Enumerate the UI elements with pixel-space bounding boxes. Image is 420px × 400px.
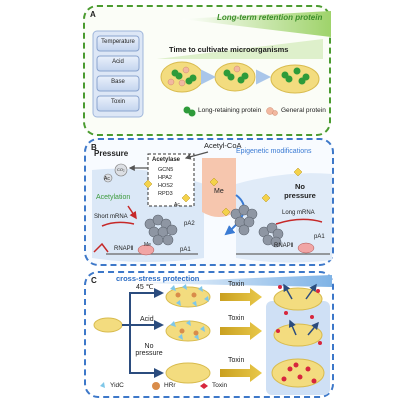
no-pressure-label: No pressure	[284, 182, 316, 200]
pressure-label: Pressure	[94, 149, 129, 158]
hrr-protein-icon	[175, 292, 199, 336]
cell-45c	[165, 286, 211, 308]
time-wedge	[157, 39, 323, 59]
cross-stress-banner-wedge	[126, 275, 332, 287]
cell-result-45c	[273, 287, 323, 311]
methylation-column	[202, 158, 236, 217]
legend-long-retaining-icon	[183, 106, 196, 117]
panel-b-graphics	[92, 151, 332, 263]
ac-molecule-icon	[103, 173, 113, 183]
toxin-button-label: Toxin	[110, 99, 125, 105]
long-retaining-protein-icon	[223, 69, 249, 84]
legend-yidc-label: YidC	[110, 382, 124, 389]
legend-general-label: General protein	[281, 107, 326, 114]
rnap-label-right: RNAPⅡ	[274, 243, 294, 249]
nucleosome-icon	[258, 222, 284, 248]
toxin-label: Toxin	[228, 315, 245, 322]
long-retaining-protein-icon	[281, 67, 310, 85]
panel-heading: Time to cultivate microorganisms	[169, 45, 289, 54]
pa2-label: pA2	[184, 221, 195, 227]
me-label: Me	[214, 188, 224, 195]
panel-a-graphics	[92, 11, 331, 118]
panel-label: C	[91, 276, 97, 285]
cell-no-pressure	[165, 362, 211, 384]
nucleosome-icon	[230, 204, 258, 236]
legend-general-protein-icon	[266, 107, 278, 116]
short-mrna-label: Short mRNA	[94, 214, 128, 220]
condition-no-pressure: No pressure	[135, 343, 163, 357]
ac-mark-label: Ac	[174, 202, 180, 208]
base-button-label: Base	[111, 79, 125, 85]
legend-hrr-label: HRr	[164, 382, 176, 389]
cell-stage-3	[270, 64, 320, 94]
cell-result-no-pressure	[271, 358, 325, 388]
acetyl-coa-arrow	[184, 151, 209, 160]
panel-label: A	[90, 10, 96, 19]
panel-c-graphics	[93, 275, 332, 395]
yidc-protein-icon	[170, 284, 209, 340]
toxin-arrow	[220, 322, 262, 340]
toxin-label: Toxin	[228, 281, 245, 288]
co2-label: CO₂	[117, 167, 125, 172]
cell-result-acid	[273, 323, 323, 347]
rnap-label-left: RNAPⅡ	[114, 246, 134, 252]
panel-banner: Long-term retention protein	[217, 13, 323, 22]
chromatin-region-no-pressure	[236, 173, 332, 263]
acetylase-title: Acetylase	[152, 157, 181, 163]
short-mrna-strand	[101, 221, 135, 227]
transcript-icon	[93, 242, 109, 253]
panel-label: B	[91, 143, 97, 152]
inhibition-arrow	[127, 205, 137, 220]
base-button[interactable]	[96, 75, 140, 92]
rnap-icon	[137, 244, 155, 256]
toxin-arrow	[220, 288, 262, 306]
cell-acid	[165, 320, 211, 342]
acetylation-label: Acetylation	[96, 194, 131, 201]
toxin-button[interactable]	[96, 95, 140, 112]
toxin-arrow	[220, 364, 262, 382]
rnap-icon	[297, 242, 315, 254]
legend-toxin-icon	[200, 383, 208, 389]
legend-yidc-icon	[100, 382, 105, 388]
panel-a: A Long-term retention protein Temperatur…	[83, 5, 331, 136]
acetyl-coa-label: Acetyl-CoA	[204, 141, 242, 150]
general-protein-icon	[233, 65, 241, 73]
acid-button[interactable]	[96, 55, 140, 72]
acetylase-hpa2: HPA2	[158, 175, 172, 181]
efflux-arrow-icon	[283, 283, 319, 336]
branch-arrow-45c	[122, 288, 164, 326]
acetyl-mark-icon	[143, 167, 303, 217]
epigenetic-label: Epigenetic modifications	[236, 148, 312, 155]
condition-acid: Acid	[140, 316, 154, 323]
legend-toxin-label: Toxin	[212, 382, 228, 389]
pa1-label-left: pA1	[180, 247, 191, 253]
legend-hrr-icon	[152, 382, 160, 390]
acetylase-rpd3: RPD3	[158, 191, 173, 197]
branch-arrow-no-pressure	[129, 325, 164, 378]
panel-c: C cross-stress protection 45 ℃ Acid No p…	[84, 271, 334, 398]
temperature-button-label: Temperature	[101, 39, 135, 45]
co2-molecule-icon	[114, 163, 128, 177]
temperature-button[interactable]	[96, 35, 140, 52]
acid-button-label: Acid	[112, 59, 124, 65]
acetylase-gcn5: GCN5	[158, 167, 174, 173]
retention-banner-wedge	[181, 11, 331, 37]
cross-stress-banner: cross-stress protection	[116, 274, 200, 283]
toxin-icon	[276, 285, 322, 384]
long-mrna-label: Long mRNA	[282, 210, 315, 216]
legend-long-retaining-label: Long-retaining protein	[198, 107, 262, 114]
ac-label: Ac	[104, 176, 110, 182]
nucleosome-icon	[144, 214, 178, 246]
pa1-label-right: pA1	[314, 234, 325, 240]
general-protein-icon	[167, 66, 190, 87]
me-mark-label: Me	[144, 242, 151, 248]
acetylase-hos2: HOS2	[158, 183, 173, 189]
long-retaining-protein-icon	[171, 69, 197, 85]
panel-b: B Acetyl-CoA Pressure CO₂ Ac Acetylase G…	[84, 138, 334, 266]
condition-45c: 45 ℃	[136, 284, 154, 291]
toxin-label: Toxin	[228, 357, 245, 364]
initial-cell	[93, 317, 123, 333]
long-mrna-strand	[275, 218, 323, 225]
